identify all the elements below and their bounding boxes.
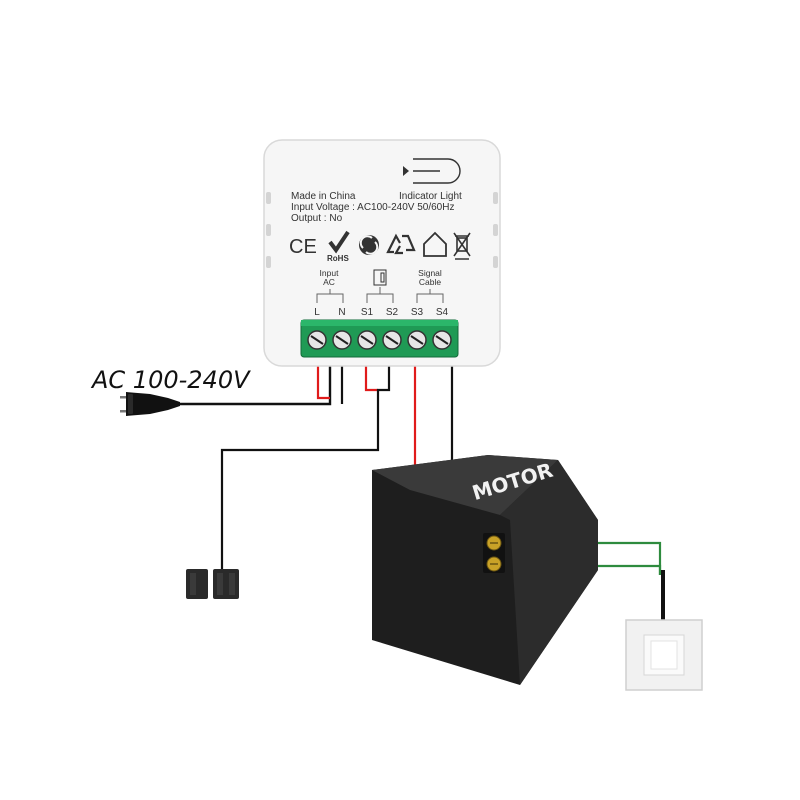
terminal-screw-slot-6 <box>435 335 449 345</box>
door-switch-symbol-icon <box>373 269 387 286</box>
wall-switch-icon <box>625 619 703 691</box>
recycle-icon <box>386 233 416 255</box>
motor-unit: MOTOR <box>372 455 598 685</box>
input-group-label: Input <box>320 268 340 278</box>
terminal-label-s3: S3 <box>411 307 424 318</box>
terminal-labels: L N S1 S2 S3 S4 <box>314 307 448 318</box>
terminal-screw-slot-2 <box>335 335 349 345</box>
terminal-block <box>300 319 459 358</box>
door-sensor-icon <box>186 569 239 599</box>
terminal-label-n: N <box>338 307 345 318</box>
green-dot-icon <box>359 235 379 255</box>
signal-group-label: Signal <box>418 268 442 278</box>
ce-mark-icon: CE <box>289 236 317 258</box>
terminal-label-l: L <box>314 307 320 318</box>
terminal-screw-slot-1 <box>310 335 324 345</box>
indicator-label: Indicator Light <box>399 191 462 202</box>
input-group-label-ac: AC <box>323 277 335 287</box>
sensor-wire-black <box>220 360 391 576</box>
rohs-check-icon: RoHS <box>327 230 350 263</box>
svg-text:RoHS: RoHS <box>327 254 349 263</box>
terminal-screw-slot-5 <box>410 335 424 345</box>
live-wire-input <box>316 360 330 400</box>
smart-module: Made in China Indicator Light Input Volt… <box>263 139 501 367</box>
terminal-brackets <box>316 287 444 303</box>
crossed-bin-icon <box>453 232 471 260</box>
terminal-label-s4: S4 <box>436 307 449 318</box>
input-voltage-label: Input Voltage : AC100-240V 50/60Hz <box>291 202 454 213</box>
sensor-wire-red <box>364 360 378 392</box>
terminal-screw-slot-3 <box>360 335 374 345</box>
motor-terminals <box>483 533 505 573</box>
output-label: Output : No <box>291 213 343 224</box>
indicator-light-icon <box>403 158 461 184</box>
made-in-label: Made in China <box>291 191 356 202</box>
terminal-label-s1: S1 <box>361 307 374 318</box>
ac-voltage-label: AC 100-240V <box>90 366 251 394</box>
house-icon <box>423 231 447 257</box>
plug-icon <box>120 392 180 416</box>
terminal-screw-slot-4 <box>385 335 399 345</box>
signal-group-label-cable: Cable <box>419 277 441 287</box>
side-vents <box>266 192 498 268</box>
plug-cable <box>178 360 332 406</box>
terminal-label-s2: S2 <box>386 307 399 318</box>
